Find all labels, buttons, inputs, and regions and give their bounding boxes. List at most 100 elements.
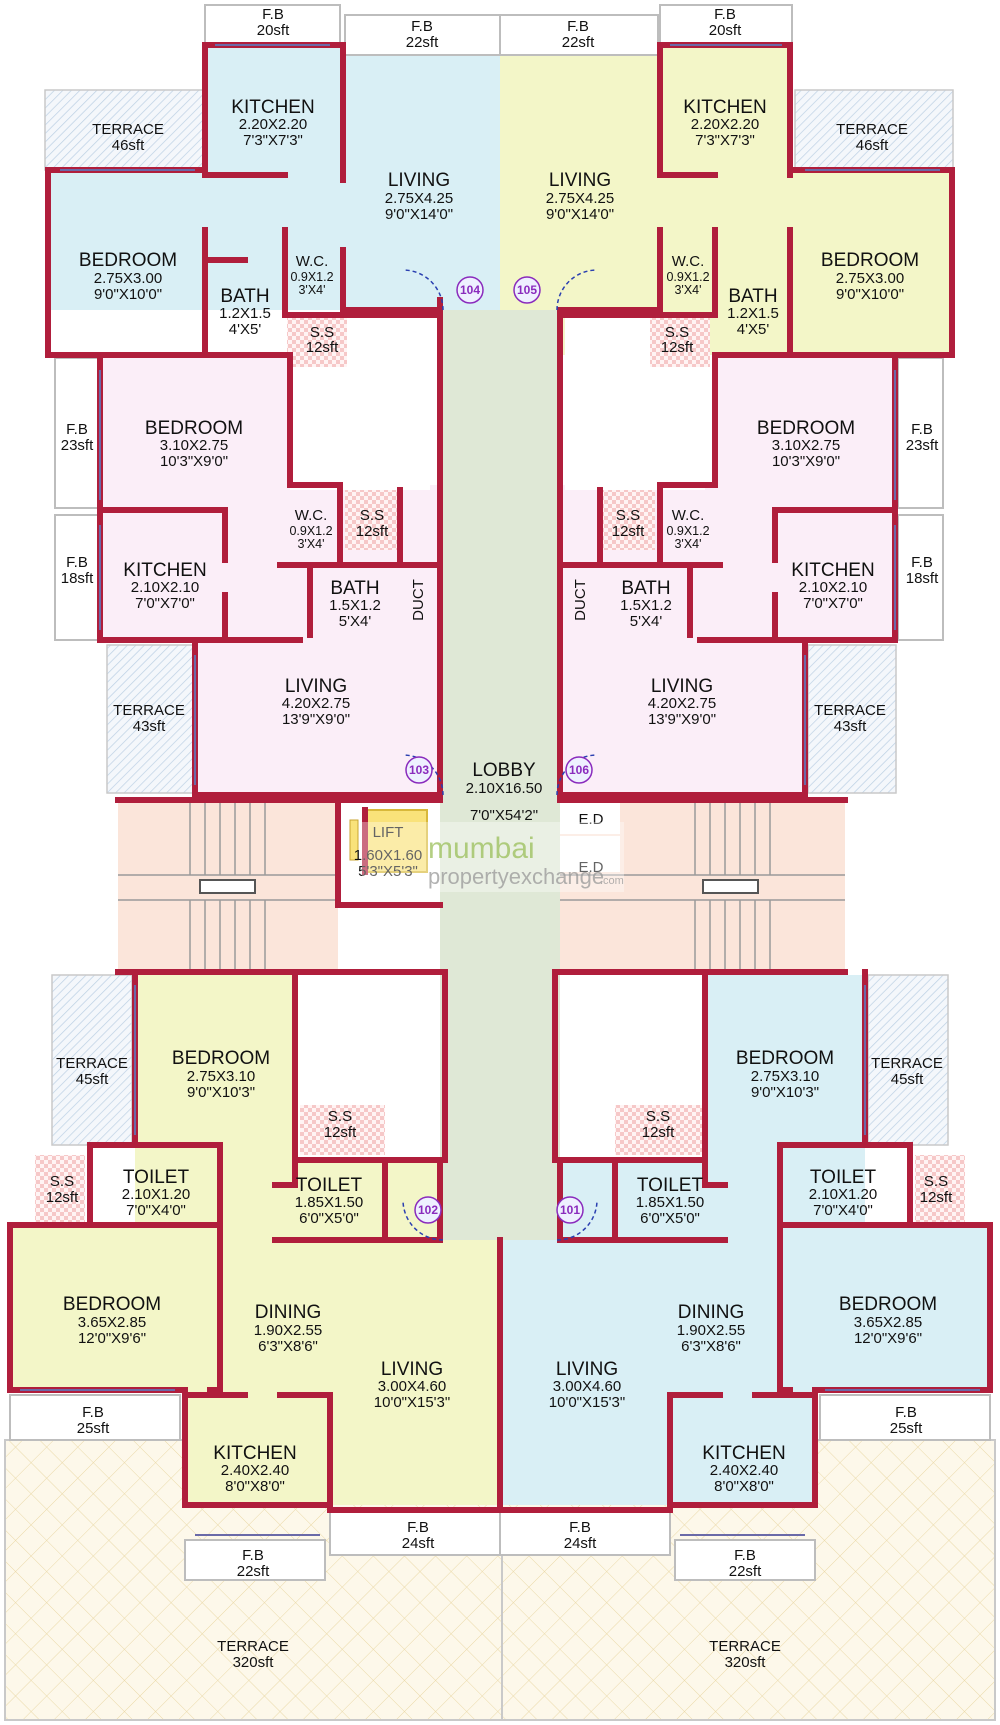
svg-text:DINING: DINING [678, 1302, 745, 1323]
svg-text:F.B: F.B [66, 421, 88, 438]
svg-text:3'X4': 3'X4' [674, 537, 701, 551]
svg-text:F.B: F.B [407, 1519, 429, 1536]
svg-text:0.9X1.2: 0.9X1.2 [290, 270, 333, 284]
room-label: W.C.0.9X1.23'X4' [666, 507, 709, 551]
svg-text:12sft: 12sft [642, 1124, 675, 1141]
svg-text:KITCHEN: KITCHEN [213, 1443, 296, 1464]
svg-text:BEDROOM: BEDROOM [63, 1294, 161, 1315]
svg-text:F.B: F.B [242, 1547, 264, 1564]
svg-text:2.40X2.40: 2.40X2.40 [710, 1462, 778, 1479]
svg-text:TERRACE: TERRACE [113, 702, 185, 719]
door-badge-105 [513, 276, 541, 304]
svg-text:13'9"X9'0": 13'9"X9'0" [282, 711, 350, 728]
svg-text:S.S: S.S [646, 1108, 670, 1125]
svg-text:F.B: F.B [911, 421, 933, 438]
svg-text:2.10X1.20: 2.10X1.20 [809, 1186, 877, 1203]
ed-label: E.D [578, 811, 603, 828]
svg-text:1.2X1.5: 1.2X1.5 [219, 305, 271, 322]
svg-text:9'0"X10'0": 9'0"X10'0" [836, 286, 904, 303]
svg-text:3'X4': 3'X4' [298, 283, 325, 297]
svg-text:7'0"X7'0": 7'0"X7'0" [803, 595, 863, 612]
ed-box-2 [560, 836, 620, 872]
svg-text:TERRACE: TERRACE [217, 1638, 289, 1655]
duct-label: DUCT [572, 579, 589, 621]
svg-text:F.B: F.B [911, 554, 933, 571]
svg-text:22sft: 22sft [729, 1563, 762, 1580]
svg-text:2.75X4.25: 2.75X4.25 [385, 190, 453, 207]
svg-text:3.10X2.75: 3.10X2.75 [160, 437, 228, 454]
terrace-mid-right [807, 644, 897, 794]
svg-text:106: 106 [569, 763, 589, 777]
svg-text:2.75X3.00: 2.75X3.00 [836, 270, 904, 287]
svg-text:10'0"X15'3": 10'0"X15'3" [374, 1394, 450, 1411]
unit-101-fill [500, 975, 990, 1505]
watermark: mumbai propertyexchange .com [362, 822, 624, 892]
svg-text:3'X4': 3'X4' [674, 283, 701, 297]
svg-text:TOILET: TOILET [296, 1175, 363, 1196]
svg-text:1.90X2.55: 1.90X2.55 [677, 1322, 745, 1339]
svg-text:5'X4': 5'X4' [630, 613, 663, 630]
svg-text:6'3"X8'6": 6'3"X8'6" [258, 1338, 318, 1355]
svg-text:7'0"X54'2": 7'0"X54'2" [470, 807, 538, 824]
svg-text:0.9X1.2: 0.9X1.2 [666, 270, 709, 284]
terrace-top-right [794, 89, 954, 171]
svg-text:12sft: 12sft [661, 339, 694, 356]
svg-text:9'0"X10'0": 9'0"X10'0" [94, 286, 162, 303]
svg-text:7'3"X7'3": 7'3"X7'3" [695, 132, 755, 149]
svg-text:TERRACE: TERRACE [814, 702, 886, 719]
svg-text:23sft: 23sft [61, 437, 94, 454]
svg-text:22sft: 22sft [406, 34, 439, 51]
svg-text:6'3"X8'6": 6'3"X8'6" [681, 1338, 741, 1355]
terrace-top-left [44, 89, 206, 171]
svg-text:mumbai: mumbai [428, 832, 535, 865]
svg-text:2.75X3.10: 2.75X3.10 [751, 1068, 819, 1085]
svg-text:6'0"X5'0": 6'0"X5'0" [640, 1210, 700, 1227]
svg-text:W.C.: W.C. [672, 253, 705, 270]
svg-text:TOILET: TOILET [637, 1175, 704, 1196]
svg-text:10'3"X9'0": 10'3"X9'0" [772, 453, 840, 470]
svg-text:7'0"X7'0": 7'0"X7'0" [135, 595, 195, 612]
svg-text:25sft: 25sft [890, 1420, 923, 1437]
svg-text:BEDROOM: BEDROOM [757, 418, 855, 439]
svg-text:12sft: 12sft [920, 1189, 953, 1206]
svg-text:46sft: 46sft [112, 137, 145, 154]
svg-text:4.20X2.75: 4.20X2.75 [282, 695, 350, 712]
svg-text:F.B: F.B [734, 1547, 756, 1564]
svg-text:2.75X3.10: 2.75X3.10 [187, 1068, 255, 1085]
svg-text:BATH: BATH [728, 286, 777, 307]
svg-text:9'0"X10'3": 9'0"X10'3" [751, 1084, 819, 1101]
svg-text:0.9X1.2: 0.9X1.2 [289, 524, 332, 538]
svg-text:7'3"X7'3": 7'3"X7'3" [243, 132, 303, 149]
svg-text:5'X4': 5'X4' [339, 613, 372, 630]
svg-text:104: 104 [460, 283, 480, 297]
lobby-fill [440, 310, 560, 1240]
svg-text:S.S: S.S [665, 324, 689, 341]
svg-text:S.S: S.S [310, 324, 334, 341]
